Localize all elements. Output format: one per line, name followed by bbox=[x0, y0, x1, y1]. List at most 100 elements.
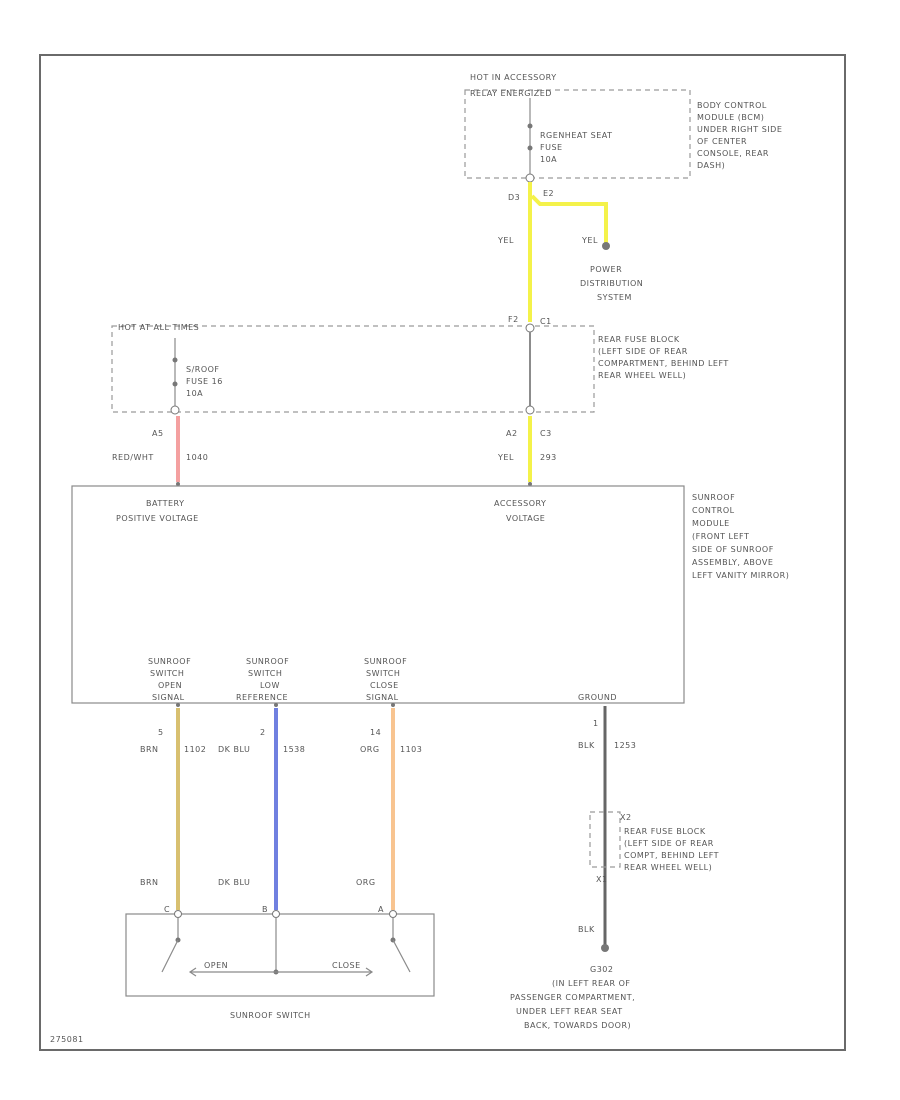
bcm-pin-right: E2 bbox=[543, 189, 554, 198]
ground-color-low: BLK bbox=[578, 925, 595, 934]
yellow-feed-wires: YEL YEL POWER DISTRIBUTION SYSTEM bbox=[497, 182, 643, 322]
bcm-location-3: UNDER RIGHT SIDE bbox=[697, 125, 782, 134]
w3-color-low: ORG bbox=[356, 878, 376, 887]
wire-1040: 1040 bbox=[186, 453, 208, 462]
switch-pin-c: C bbox=[164, 905, 170, 914]
wire-yel-upper: YEL bbox=[497, 236, 514, 245]
rear-fuse-pin-c1: C1 bbox=[540, 317, 552, 326]
rear-fuse-pin-a2: A2 bbox=[506, 429, 518, 438]
g302-label-1: G302 bbox=[590, 965, 613, 974]
sig-open-2: SWITCH bbox=[150, 669, 184, 678]
fuse-rgenheat-3: 10A bbox=[540, 155, 557, 164]
switch-label: SUNROOF SWITCH bbox=[230, 1011, 311, 1020]
g302-label-2: (IN LEFT REAR OF bbox=[552, 979, 631, 988]
w2-pin: 2 bbox=[260, 728, 266, 737]
sig-open-1: SUNROOF bbox=[148, 657, 191, 666]
rear-fuse-pin-f2: F2 bbox=[508, 315, 519, 324]
rear-fuse-location-4: REAR WHEEL WELL) bbox=[598, 371, 686, 380]
switch-pin-b: B bbox=[262, 905, 268, 914]
bcm-pin-left: D3 bbox=[508, 193, 520, 202]
bcm-location-1: BODY CONTROL bbox=[697, 101, 767, 110]
ground-block-4: REAR WHEEL WELL) bbox=[624, 863, 712, 872]
module-location-2: CONTROL bbox=[692, 506, 735, 515]
module-location-4: (FRONT LEFT bbox=[692, 532, 749, 541]
fuse-rgenheat-2: FUSE bbox=[540, 143, 563, 152]
wire-yel-pds: YEL bbox=[581, 236, 598, 245]
w1-color: BRN bbox=[140, 745, 159, 754]
ground-conn-x1: X1 bbox=[596, 875, 608, 884]
w3-pin: 14 bbox=[370, 728, 381, 737]
bcm-location-5: CONSOLE, REAR bbox=[697, 149, 769, 158]
rear-fuse-location-1: REAR FUSE BLOCK bbox=[598, 335, 680, 344]
sig-low-3: LOW bbox=[260, 681, 280, 690]
sroof-fuse-3: 10A bbox=[186, 389, 203, 398]
sroof-fuse-1: S/ROOF bbox=[186, 365, 220, 374]
accessory-label-2: VOLTAGE bbox=[506, 514, 545, 523]
pds-label-3: SYSTEM bbox=[597, 293, 632, 302]
ground-conn-x2: X2 bbox=[620, 813, 632, 822]
w3-color: ORG bbox=[360, 745, 380, 754]
w3-circuit: 1103 bbox=[400, 745, 422, 754]
switch-close-label: CLOSE bbox=[332, 961, 361, 970]
sig-close-4: SIGNAL bbox=[366, 693, 399, 702]
sig-close-2: SWITCH bbox=[366, 669, 400, 678]
w1-pin: 5 bbox=[158, 728, 164, 737]
sig-open-4: SIGNAL bbox=[152, 693, 185, 702]
bcm-location-4: OF CENTER bbox=[697, 137, 747, 146]
g302-label-5: BACK, TOWARDS DOOR) bbox=[524, 1021, 631, 1030]
fuse-rgenheat-1: RGENHEAT SEAT bbox=[540, 131, 613, 140]
w1-color-low: BRN bbox=[140, 878, 159, 887]
ground-circuit: 1253 bbox=[614, 741, 636, 750]
sig-low-4: REFERENCE bbox=[236, 693, 288, 702]
module-location-6: ASSEMBLY, ABOVE bbox=[692, 558, 773, 567]
sunroof-switch: C B A OPEN CLOSE SUNROOF SWITCH bbox=[125, 905, 435, 1020]
pds-label-2: DISTRIBUTION bbox=[580, 279, 643, 288]
w1-circuit: 1102 bbox=[184, 745, 206, 754]
bcm-pin-connector bbox=[525, 173, 535, 183]
rear-fuse-pin-a5: A5 bbox=[152, 429, 164, 438]
battery-label-1: BATTERY bbox=[146, 499, 184, 508]
g302-label-4: UNDER LEFT REAR SEAT bbox=[516, 1007, 623, 1016]
rear-fuse-block: HOT AT ALL TIMES F2 C1 S/ROOF FUSE 16 10… bbox=[111, 315, 729, 438]
ground-block-3: COMPT, BEHIND LEFT bbox=[624, 851, 719, 860]
ground-block-2: (LEFT SIDE OF REAR bbox=[624, 839, 714, 848]
sunroof-control-module: BATTERY POSITIVE VOLTAGE ACCESSORY VOLTA… bbox=[71, 485, 789, 704]
sig-close-1: SUNROOF bbox=[364, 657, 407, 666]
ground-color: BLK bbox=[578, 741, 595, 750]
sig-open-3: OPEN bbox=[158, 681, 182, 690]
module-location-3: MODULE bbox=[692, 519, 730, 528]
g302-label-3: PASSENGER COMPARTMENT, bbox=[510, 993, 635, 1002]
diagram-frame bbox=[39, 54, 846, 1051]
switch-open-label: OPEN bbox=[204, 961, 228, 970]
module-location-1: SUNROOF bbox=[692, 493, 735, 502]
sroof-fuse-2: FUSE 16 bbox=[186, 377, 223, 386]
w2-color: DK BLU bbox=[218, 745, 250, 754]
figure-id: 275081 bbox=[50, 1035, 84, 1044]
sig-close-3: CLOSE bbox=[370, 681, 399, 690]
rear-fuse-pin-c3: C3 bbox=[540, 429, 552, 438]
w2-color-low: DK BLU bbox=[218, 878, 250, 887]
relay-title-1: HOT IN ACCESSORY bbox=[470, 73, 557, 82]
module-location-7: LEFT VANITY MIRROR) bbox=[692, 571, 789, 580]
ground-label: GROUND bbox=[578, 693, 617, 702]
bcm-fuse-box: HOT IN ACCESSORY RELAY ENERGIZED RGENHEA… bbox=[464, 73, 782, 202]
pds-label-1: POWER bbox=[590, 265, 622, 274]
relay-title-2: RELAY ENERGIZED bbox=[470, 89, 552, 98]
sig-low-2: SWITCH bbox=[248, 669, 282, 678]
module-location-5: SIDE OF SUNROOF bbox=[692, 545, 774, 554]
battery-label-2: POSITIVE VOLTAGE bbox=[116, 514, 199, 523]
ground-path: 1 BLK 1253 X2 X1 REAR FUSE BLOCK (LEFT S… bbox=[510, 706, 719, 1030]
rear-fuse-title: HOT AT ALL TIMES bbox=[118, 323, 199, 332]
wire-red-wht: RED/WHT bbox=[112, 453, 154, 462]
accessory-label-1: ACCESSORY bbox=[494, 499, 546, 508]
switch-wires: 5 BRN 1102 2 DK BLU 1538 14 ORG 1103 BRN… bbox=[140, 703, 422, 910]
bcm-location-6: DASH) bbox=[697, 161, 725, 170]
wire-yel-module: YEL bbox=[497, 453, 514, 462]
w2-circuit: 1538 bbox=[283, 745, 305, 754]
rear-fuse-location-2: (LEFT SIDE OF REAR bbox=[598, 347, 688, 356]
wire-293: 293 bbox=[540, 453, 557, 462]
ground-block-1: REAR FUSE BLOCK bbox=[624, 827, 706, 836]
bcm-location-2: MODULE (BCM) bbox=[697, 113, 764, 122]
rear-fuse-location-3: COMPARTMENT, BEHIND LEFT bbox=[598, 359, 729, 368]
